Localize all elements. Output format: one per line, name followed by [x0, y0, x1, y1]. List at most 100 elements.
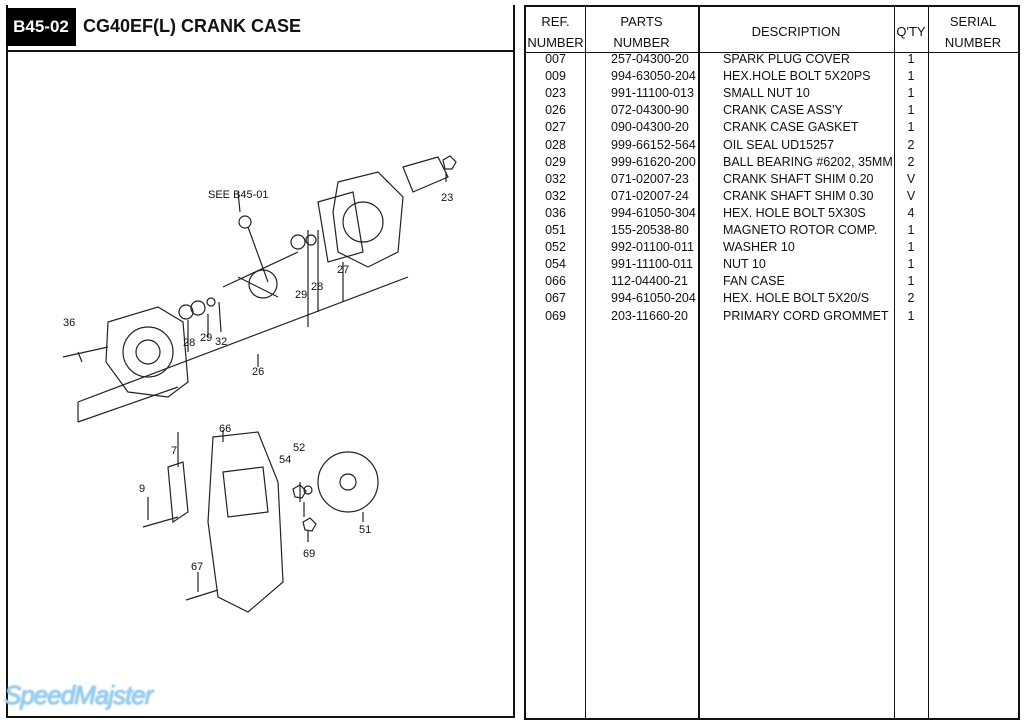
cell-qty: 1 — [907, 120, 915, 135]
cell-ref: 032 — [545, 171, 566, 186]
cell-ref: 067 — [545, 291, 566, 306]
cell-ref: 026 — [545, 103, 566, 118]
table-row: 032 071-02007-24 CRANK SHAFT SHIM 0.30 V — [526, 188, 1018, 205]
callout-28: 28 — [311, 281, 323, 293]
callout-52: 52 — [293, 442, 305, 454]
section-code: B45-02 — [6, 8, 76, 46]
cell-qty: 1 — [907, 223, 915, 237]
cell-part: 071-02007-24 — [611, 188, 689, 203]
callout-9: 9 — [139, 483, 145, 495]
cell-qty: 1 — [907, 274, 915, 289]
exploded-parts-diagram: SEE B45-01 23 27 28 29 36 28 29 32 26 7 … — [62, 155, 457, 613]
table-row: 054 991-11100-011 NUT 10 1 — [526, 256, 1018, 273]
column-divider — [894, 7, 895, 718]
cell-ref: 069 — [545, 308, 566, 323]
cell-part: 992-01100-011 — [611, 240, 694, 255]
callout-29: 29 — [295, 289, 307, 301]
callout-51: 51 — [359, 524, 371, 536]
cell-ref: 036 — [545, 205, 566, 220]
callout-see-b45-01: SEE B45-01 — [208, 189, 269, 201]
column-divider — [928, 7, 929, 718]
cell-ref: 029 — [545, 154, 566, 169]
cell-qty: 1 — [907, 103, 915, 118]
cell-desc: CRANK SHAFT SHIM 0.30 — [723, 188, 874, 203]
cell-part: 994-63050-204 — [611, 69, 696, 84]
cell-ref: 066 — [545, 274, 566, 289]
cell-qty: 2 — [907, 154, 915, 169]
cell-ref: 027 — [545, 120, 566, 135]
cell-desc: CRANK SHAFT SHIM 0.20 — [723, 171, 874, 186]
callout-36: 36 — [63, 317, 75, 329]
cell-qty: 4 — [907, 205, 915, 220]
cell-part: 112-04400-21 — [611, 274, 688, 289]
callout-67: 67 — [191, 561, 203, 573]
cell-desc: CRANK CASE GASKET — [723, 120, 859, 135]
cell-part: 072-04300-90 — [611, 103, 689, 118]
callout-29: 29 — [200, 332, 212, 344]
callout-labels: SEE B45-01 23 27 28 29 36 28 29 32 26 7 … — [63, 189, 453, 573]
cell-qty: 1 — [907, 52, 915, 66]
cell-part: 071-02007-23 — [611, 171, 689, 186]
header-ref-number: REF.NUMBER — [527, 14, 584, 50]
cell-desc: PRIMARY CORD GROMMET — [723, 308, 889, 323]
cell-desc: CRANK CASE ASS'Y — [723, 103, 843, 118]
callout-23: 23 — [441, 192, 453, 204]
cell-part: 257-04300-20 — [611, 52, 689, 66]
table-row: 069 203-11660-20 PRIMARY CORD GROMMET 1 — [526, 308, 1018, 325]
cell-desc: SPARK PLUG COVER — [723, 52, 850, 66]
callout-69: 69 — [303, 548, 315, 560]
cell-desc: MAGNETO ROTOR COMP. — [723, 223, 878, 237]
cell-part: 994-61050-204 — [611, 291, 696, 306]
cell-ref: 023 — [545, 86, 566, 101]
column-divider — [585, 7, 586, 718]
header-quantity: Q'TY — [896, 24, 926, 39]
header-divider — [526, 52, 1018, 53]
table-row: 032 071-02007-23 CRANK SHAFT SHIM 0.20 V — [526, 171, 1018, 188]
cell-ref: 007 — [545, 52, 566, 66]
callout-7: 7 — [171, 445, 177, 457]
table-row: 007 257-04300-20 SPARK PLUG COVER 1 — [526, 51, 1018, 68]
cell-ref: 051 — [545, 223, 566, 237]
cell-part: 999-66152-564 — [611, 137, 696, 152]
callout-26: 26 — [252, 366, 264, 378]
cell-desc: SMALL NUT 10 — [723, 86, 810, 101]
cell-desc: HEX. HOLE BOLT 5X30S — [723, 205, 866, 220]
cell-ref: 052 — [545, 240, 566, 255]
table-row: 051 155-20538-80 MAGNETO ROTOR COMP. 1 — [526, 222, 1018, 239]
table-row: 036 994-61050-304 HEX. HOLE BOLT 5X30S 4 — [526, 205, 1018, 222]
cell-desc: NUT 10 — [723, 257, 766, 272]
cell-qty: 1 — [907, 257, 915, 272]
header-bar — [6, 5, 513, 52]
table-row: 027 090-04300-20 CRANK CASE GASKET 1 — [526, 119, 1018, 136]
cell-ref: 032 — [545, 188, 566, 203]
cell-ref: 054 — [545, 257, 566, 272]
callout-54: 54 — [279, 454, 291, 466]
column-divider — [698, 7, 700, 718]
table-row: 066 112-04400-21 FAN CASE 1 — [526, 273, 1018, 290]
cell-ref: 028 — [545, 137, 566, 152]
page-title: CG40EF(L) CRANK CASE — [83, 16, 302, 36]
cell-part: 090-04300-20 — [611, 120, 689, 135]
table-row: 026 072-04300-90 CRANK CASE ASS'Y 1 — [526, 102, 1018, 119]
cell-part: 999-61620-200 — [611, 154, 696, 169]
cell-qty: V — [906, 171, 916, 186]
diagram-panel — [6, 5, 515, 718]
cell-part: 991-11100-011 — [611, 257, 694, 272]
cell-part: 994-61050-304 — [611, 205, 696, 220]
cell-part: 203-11660-20 — [611, 308, 688, 323]
cell-qty: 1 — [907, 240, 915, 255]
cell-qty: 1 — [907, 69, 915, 84]
callout-32: 32 — [215, 336, 227, 348]
watermark-logo: SpeedMajster — [4, 680, 153, 710]
crank-case-drawing — [62, 155, 457, 613]
cell-qty: 1 — [907, 308, 915, 323]
cell-qty: V — [906, 188, 916, 203]
cell-part: 155-20538-80 — [611, 223, 689, 237]
header-description: DESCRIPTION — [751, 24, 841, 39]
cell-desc: OIL SEAL UD15257 — [723, 137, 834, 152]
cell-desc: FAN CASE — [723, 274, 785, 289]
